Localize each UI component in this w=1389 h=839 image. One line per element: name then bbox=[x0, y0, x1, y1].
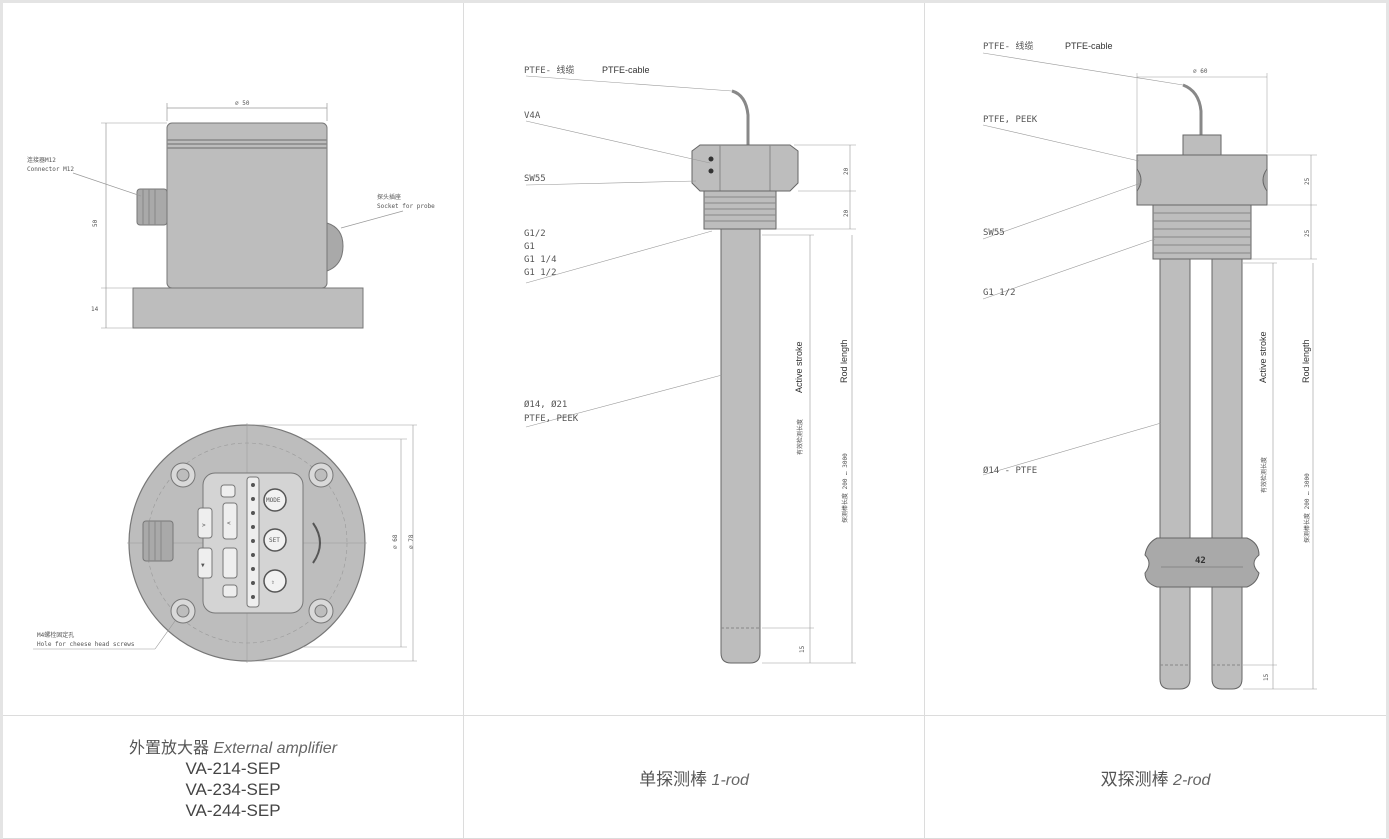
thread-height-dim: 20 bbox=[843, 209, 850, 217]
amplifier-caption-cell: 外置放大器 External amplifier VA-214-SEP VA-2… bbox=[3, 716, 464, 839]
amplifier-front-view: < > ▼ MODE bbox=[33, 423, 417, 663]
two-rod-caption: 双探测棒 2-rod bbox=[1101, 765, 1211, 790]
socket-label-cn: 探头插座 bbox=[377, 193, 401, 201]
set-button-label: SET bbox=[269, 537, 280, 544]
cable-label-en: PTFE-cable bbox=[1065, 41, 1113, 51]
probe-socket-icon bbox=[326, 222, 344, 272]
cable-label-cn: PTFE- 线缆 bbox=[983, 40, 1034, 52]
thread-option-2: G1 bbox=[524, 242, 535, 252]
amp-outer-diameter-dim: ∅ 78 bbox=[408, 534, 415, 549]
head-diameter-dim: ∅ 60 bbox=[1193, 68, 1208, 75]
set-button-icon bbox=[263, 528, 287, 552]
amp-height-dim: 50 bbox=[92, 219, 99, 227]
cable-label-cn: PTFE- 线缆 bbox=[524, 64, 575, 76]
one-rod-drawing-cell: PTFE- 线缆 PTFE-cable V4A SW55 G1/2 G1 G1 … bbox=[464, 3, 925, 716]
amp-inner-diameter-dim: ∅ 68 bbox=[392, 534, 399, 549]
probe-rod-right-icon bbox=[1211, 258, 1243, 690]
active-stroke-cn: 有效检测长度 bbox=[1260, 457, 1268, 493]
key-down: ▼ bbox=[201, 562, 205, 569]
amplifier-caption-cn: 外置放大器 bbox=[128, 737, 209, 757]
amp-diameter-dim: ∅ 50 bbox=[235, 100, 250, 107]
model-number: VA-234-SEP bbox=[185, 779, 281, 799]
rod-spec-line-2: PTFE, PEEK bbox=[524, 414, 579, 424]
cable-label-en: PTFE-cable bbox=[602, 65, 650, 75]
probe-rod-icon bbox=[720, 228, 761, 664]
thread-height-dim: 25 bbox=[1304, 229, 1311, 237]
head-height-dim: 20 bbox=[843, 167, 850, 175]
connector-m12-front-icon bbox=[142, 520, 174, 562]
wrench-size-label: SW55 bbox=[524, 174, 546, 184]
mode-button-label: MODE bbox=[266, 497, 281, 504]
hole-label-en: Hole for cheese head screws bbox=[37, 641, 135, 648]
two-rod-caption-cn: 双探测棒 bbox=[1100, 769, 1169, 790]
socket-label-en: Socket for probe bbox=[377, 203, 435, 210]
datasheet-drawing-table: ∅ 50 50 14 连接器M12 Connector M12 探头插座 Soc… bbox=[3, 3, 1386, 839]
spacer-width-dim: 42 bbox=[1195, 556, 1206, 566]
connector-label-en: Connector M12 bbox=[27, 166, 74, 173]
thread-label: G1 1/2 bbox=[983, 288, 1016, 298]
hole-label-cn: M4螺栓固定孔 bbox=[37, 631, 74, 639]
rod-material-label: Ø14 - PTFE bbox=[983, 465, 1037, 476]
up-button-label: ⇧ bbox=[271, 579, 275, 586]
one-rod-caption-cn: 单探测棒 bbox=[639, 769, 708, 790]
probe-rod-left-icon bbox=[1159, 258, 1191, 690]
amp-base-dim: 14 bbox=[91, 306, 99, 313]
model-number: VA-214-SEP bbox=[185, 758, 281, 778]
connector-label-cn: 连接器M12 bbox=[27, 156, 56, 164]
one-rod-caption-en: 1-rod bbox=[711, 771, 749, 789]
head-material-label: V4A bbox=[524, 111, 541, 121]
active-stroke-en: Active stroke bbox=[1258, 331, 1268, 383]
rod-spacer-icon bbox=[1144, 537, 1260, 588]
head-material-label: PTFE, PEEK bbox=[983, 115, 1038, 125]
rod-length-en: Rod length bbox=[1301, 339, 1311, 383]
active-stroke-en: Active stroke bbox=[794, 341, 804, 393]
tip-length-dim: 15 bbox=[799, 645, 806, 653]
mode-button-icon bbox=[263, 488, 287, 512]
key-right: > bbox=[202, 522, 206, 529]
amplifier-caption-en: External amplifier bbox=[213, 739, 338, 757]
one-rod-caption-cell: 单探测棒 1-rod bbox=[464, 716, 925, 839]
tip-length-dim: 15 bbox=[1263, 673, 1270, 681]
rod-length-cn: 探测棒长度 200 … 3000 bbox=[1303, 473, 1311, 543]
key-left: < bbox=[227, 520, 231, 527]
active-stroke-cn: 有效检测长度 bbox=[796, 419, 804, 455]
cable-icon bbox=[1182, 83, 1203, 135]
wrench-size-label: SW55 bbox=[983, 228, 1005, 238]
connector-m12-icon bbox=[136, 188, 168, 226]
thread-option-3: G1 1/4 bbox=[524, 255, 557, 265]
one-rod-caption: 单探测棒 1-rod bbox=[639, 765, 749, 790]
amplifier-drawing: ∅ 50 50 14 连接器M12 Connector M12 探头插座 Soc… bbox=[27, 100, 435, 663]
rod-length-en: Rod length bbox=[839, 339, 849, 383]
two-rod-drawing: 42 ∅ 60 PTFE- 线缆 PTFE-cable PTFE, PEEK S… bbox=[982, 40, 1317, 690]
up-button-icon bbox=[263, 569, 287, 593]
two-rod-drawing-cell: 42 ∅ 60 PTFE- 线缆 PTFE-cable PTFE, PEEK S… bbox=[925, 3, 1386, 716]
two-rod-caption-cell: 双探测棒 2-rod bbox=[925, 716, 1386, 839]
thread-option-4: G1 1/2 bbox=[524, 268, 557, 278]
cable-icon bbox=[731, 89, 750, 149]
head-height-dim: 25 bbox=[1304, 177, 1311, 185]
amplifier-caption-title: 外置放大器 External amplifier bbox=[129, 734, 337, 758]
rod-spec-line-1: Ø14, Ø21 bbox=[524, 399, 567, 410]
rod-length-cn: 探测棒长度 200 … 3000 bbox=[841, 453, 849, 523]
thread-option-1: G1/2 bbox=[524, 229, 546, 239]
model-number: VA-244-SEP bbox=[185, 800, 281, 820]
amplifier-side-view: ∅ 50 50 14 连接器M12 Connector M12 探头插座 Soc… bbox=[27, 100, 435, 329]
amplifier-drawing-cell: ∅ 50 50 14 连接器M12 Connector M12 探头插座 Soc… bbox=[3, 3, 464, 716]
one-rod-drawing: PTFE- 线缆 PTFE-cable V4A SW55 G1/2 G1 G1 … bbox=[524, 64, 856, 664]
two-rod-caption-en: 2-rod bbox=[1173, 771, 1211, 789]
